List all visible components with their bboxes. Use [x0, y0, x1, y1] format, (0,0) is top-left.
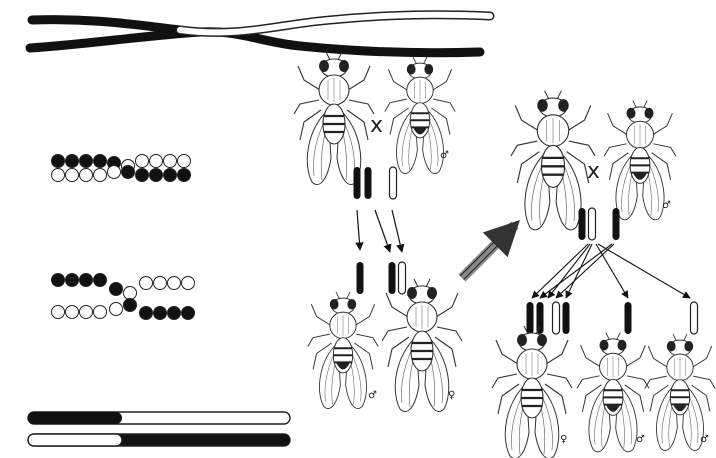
chromosome-icon [537, 302, 544, 334]
chromosome-icon [579, 208, 586, 240]
sex-mark-male: ♂ [440, 150, 449, 161]
fruit-fly-icon [294, 52, 374, 185]
parental-cross: x ♂ ♂ ♀ [294, 52, 462, 412]
second-cross: x ♂ ♀ ♂ ♂ [492, 91, 715, 458]
arrow-icon [556, 244, 614, 298]
twisted-chromatids [30, 15, 490, 53]
arrow-icon [375, 210, 390, 252]
bead-strand-pair-crossing [52, 155, 191, 182]
chromosome-icon [691, 302, 698, 334]
sex-mark-male: ♂ [368, 390, 377, 401]
sex-mark-male: ♂ [700, 434, 709, 445]
arrow-icon [357, 210, 360, 250]
chromosome-icon [589, 208, 596, 240]
cross-symbol-2: x [587, 159, 600, 184]
arrow-icon [462, 225, 515, 278]
chromosome-icon [399, 262, 406, 294]
progression-arrow [462, 225, 515, 278]
chromosome-icon [613, 208, 620, 240]
bead-strand-pair-recombined [52, 274, 195, 320]
chromosome-icon [354, 167, 361, 199]
cross-symbol-1: x [370, 113, 383, 138]
sex-mark-female: ♀ [560, 434, 567, 445]
chromosome-icon [389, 262, 396, 294]
chromosome-icon [365, 167, 372, 199]
chromosome-icon [625, 302, 632, 334]
chromosome-icon [553, 302, 560, 334]
arrow-icon [548, 244, 590, 298]
arrow-icon [392, 210, 402, 252]
chromosome-icon [357, 262, 364, 294]
chromosome-icon [390, 167, 397, 199]
chromosome-icon [527, 302, 534, 334]
recombined-chromosomes [28, 412, 290, 446]
sex-mark-male: ♂ [662, 200, 671, 211]
chromosome-icon [563, 302, 570, 334]
sex-mark-female: ♀ [448, 390, 455, 401]
sex-mark-male: ♂ [636, 434, 645, 445]
